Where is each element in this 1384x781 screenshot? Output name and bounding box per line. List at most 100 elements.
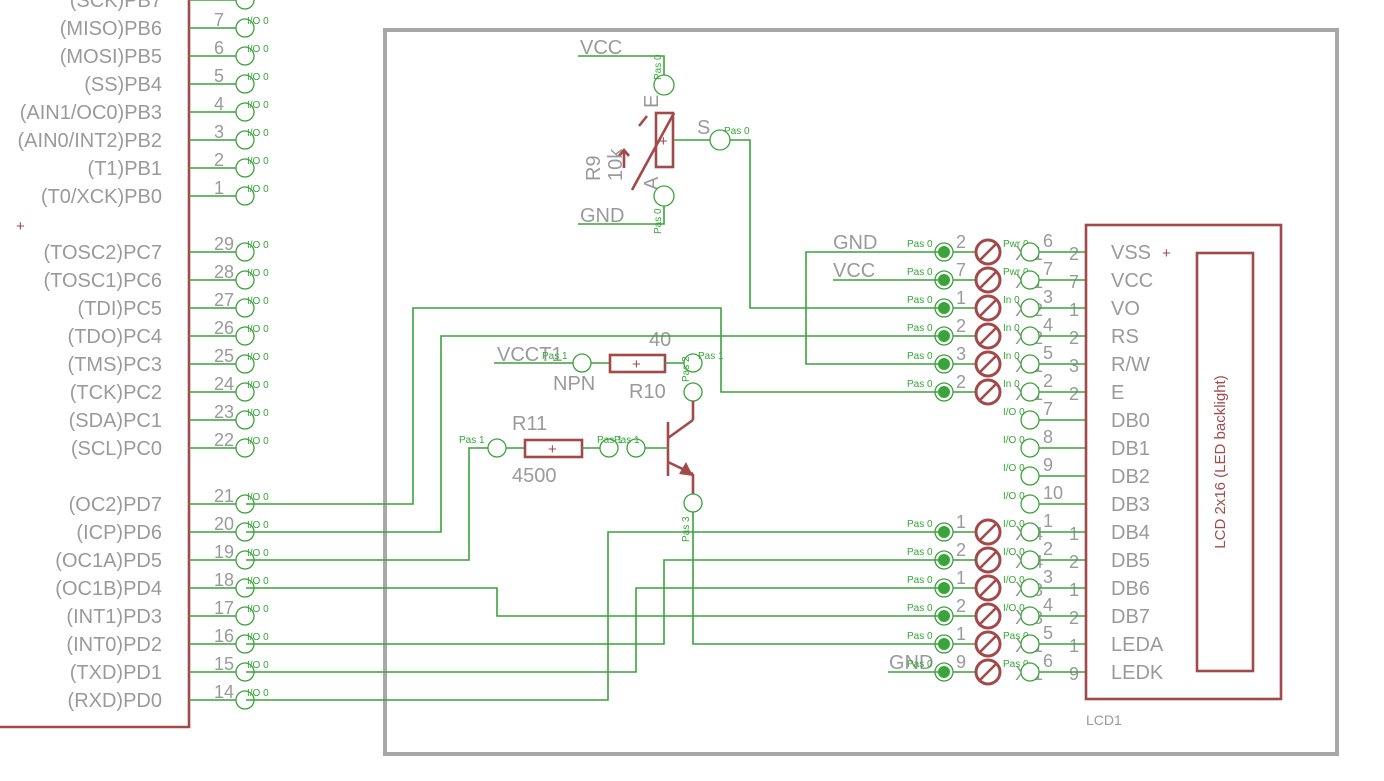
header-junction-dot — [938, 386, 950, 398]
mcu-pin-label: (OC1B)PD4 — [55, 578, 162, 600]
transistor-emitter-arrow — [679, 462, 693, 476]
header-right-num: 9 — [1069, 664, 1079, 684]
pot-pas-a: Pas 0 — [653, 208, 664, 234]
mcu-pin-type: I/O 0 — [247, 184, 269, 195]
r11-pin-right — [599, 438, 619, 458]
mcu-pin-number: 4 — [214, 94, 224, 114]
mcu-pin-type: I/O 0 — [247, 660, 269, 671]
mcu-pin-number: 26 — [214, 318, 234, 338]
header-pin-num: 8 — [1043, 427, 1053, 447]
mcu-pin-type: I/O 0 — [247, 44, 269, 55]
pot-body-mark: + — [659, 133, 668, 150]
lcd-name: LCD1 — [1086, 712, 1122, 728]
wire-pd0-to-db4 — [246, 531, 944, 701]
header-right-circle — [1020, 578, 1040, 598]
mcu-pin-number: 18 — [214, 570, 234, 590]
mcu-pin-number: 14 — [214, 682, 234, 702]
pot-arrow-head — [618, 147, 630, 157]
header-row-num: 1 — [956, 624, 966, 644]
mcu-pin-number: 2 — [214, 150, 224, 170]
mcu-pin-circle — [235, 382, 255, 402]
mcu-pin-type: I/O 0 — [247, 128, 269, 139]
header-junction-dot — [938, 610, 950, 622]
mcu-pin-number: 22 — [214, 430, 234, 450]
mcu-pin-circle — [235, 74, 255, 94]
transistor-pas-b: Pas 1 — [614, 435, 640, 446]
transistor-name: NPN — [553, 373, 595, 395]
pot-pin-e — [653, 74, 675, 96]
header-pin-circle — [934, 382, 954, 402]
mcu-pin-number: 24 — [214, 374, 234, 394]
mcu-pin-circle — [235, 242, 255, 262]
mcu-pin-type: I/O 0 — [247, 548, 269, 559]
mcu-pin-label: (SCL)PC0 — [71, 438, 162, 460]
resistor-r10: 40 VCCT1 Pas 1 + Pas 1 R10 — [494, 329, 724, 403]
header-pin-num: 4 — [1043, 595, 1053, 615]
mcu-pin-circle — [235, 102, 255, 122]
r11-pin-left — [487, 438, 507, 458]
header-pin-circle — [934, 270, 954, 290]
header-type-label: Pwr 0 — [1003, 239, 1029, 250]
mcu-pin-type: I/O 0 — [247, 492, 269, 503]
jumper-slash — [979, 383, 997, 401]
header-row-num: 2 — [956, 372, 966, 392]
jumper-slash — [979, 551, 997, 569]
mcu-pin-type: I/O 0 — [247, 156, 269, 167]
mcu-pin-number: 3 — [214, 122, 224, 142]
header-pin-num: 2 — [1043, 371, 1053, 391]
header-junction-dot — [938, 526, 950, 538]
mcu-pin-type: I/O 0 — [247, 268, 269, 279]
lcd-symbol: LCD 2x16 (LED backlight) + LCD1 VSSVCCVO… — [1084, 223, 1283, 728]
header-junction-dot — [938, 246, 950, 258]
mcu-pin-label: (MOSI)PB5 — [60, 46, 162, 68]
mcu-pin-circle — [235, 410, 255, 430]
header-pin-circle — [934, 522, 954, 542]
header-right-circle — [1020, 606, 1040, 626]
header-row-num: 2 — [956, 232, 966, 252]
header-pas-label: Pas 0 — [907, 659, 933, 670]
resistor-r11: R11 Pas 1 + Pas 1 4500 — [459, 413, 623, 487]
transistor-pin-c — [683, 382, 703, 402]
wire-pd5-to-r11 — [246, 447, 488, 561]
potentiometer-r9: VCC Pas 0 E + R9 10k S Pas 0 A Pas 0 GND — [578, 37, 750, 234]
mcu-pin-type: I/O 0 — [247, 520, 269, 531]
header-row-num: 1 — [956, 512, 966, 532]
mcu-pin-circle — [235, 130, 255, 150]
transistor-pas-e: Pas 3 — [681, 516, 692, 542]
mcu-pin-type: I/O 0 — [247, 324, 269, 335]
jumper-slash — [979, 271, 997, 289]
mcu-body — [0, 0, 191, 729]
mcu-pin-number: 15 — [214, 654, 234, 674]
mcu-pin-label: (AIN1/OC0)PB3 — [20, 102, 162, 124]
header-right-num: 1 — [1069, 636, 1079, 656]
header-row-num: 9 — [956, 652, 966, 672]
lcd-pin-label: DB2 — [1111, 466, 1150, 488]
mcu-pin-type: I/O 0 — [247, 240, 269, 251]
r11-pas-left: Pas 1 — [459, 435, 485, 446]
header-pin-circle — [934, 550, 954, 570]
pot-pin-s-label: S — [697, 117, 710, 139]
transistor-pin-b — [626, 438, 646, 458]
r10-pin-right — [683, 353, 703, 373]
mcu-pin-label: (AIN0/INT2)PB2 — [18, 130, 162, 152]
mcu-pin-type: I/O 0 — [247, 576, 269, 587]
header-junction-dot — [938, 302, 950, 314]
mcu-pin-label: (TMS)PC3 — [68, 354, 162, 376]
header-row-num: 1 — [956, 288, 966, 308]
wire-pd2-to-db5 — [246, 559, 944, 645]
mcu-pin-type: I/O 0 — [247, 352, 269, 363]
mcu-pin-number: 23 — [214, 402, 234, 422]
mcu-pin-label: (INT0)PD2 — [66, 634, 162, 656]
lcd-pin-label: DB4 — [1111, 522, 1150, 544]
mcu-pin-label: (RXD)PD0 — [68, 690, 162, 712]
header-right-circle — [1020, 270, 1040, 290]
r10-net: VCCT1 — [497, 344, 563, 366]
mcu-pin-label: (TOSC1)PC6 — [43, 270, 162, 292]
header-pin-num: 3 — [1043, 567, 1053, 587]
header-right-num: 2 — [1069, 384, 1079, 404]
mcu-pin-type: I/O 0 — [247, 296, 269, 307]
transistor-npn: NPN Pas 2 Pas 3 Pas 1 — [553, 356, 703, 542]
